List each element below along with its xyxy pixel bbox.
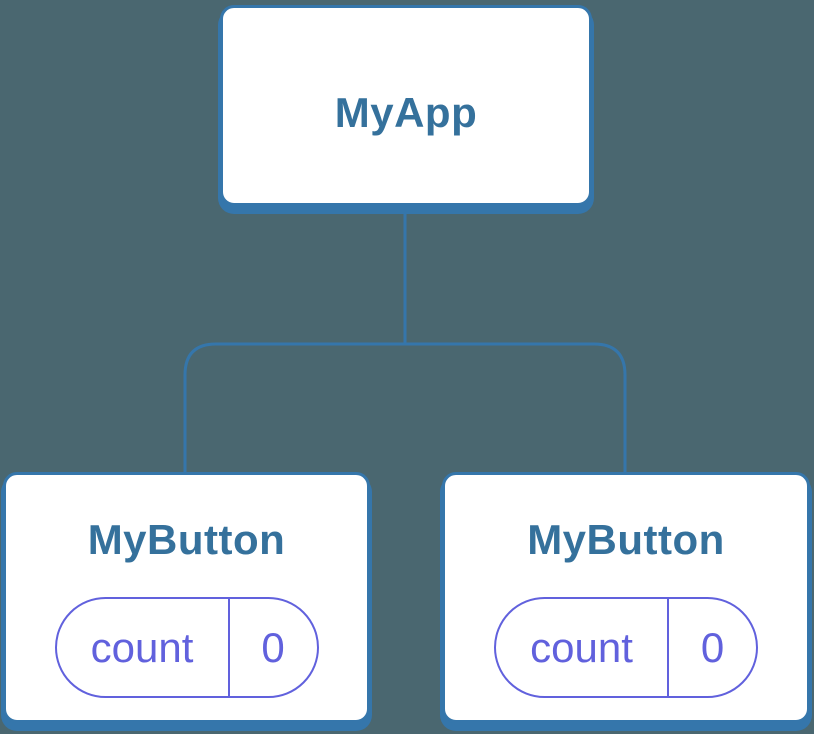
state-pill: count 0 bbox=[54, 597, 319, 698]
node-myapp: MyApp bbox=[220, 5, 592, 206]
state-pill: count 0 bbox=[494, 597, 758, 698]
node-mybutton-left-label: MyButton bbox=[87, 516, 286, 563]
state-key-cell: count bbox=[57, 599, 230, 696]
state-value-label: 0 bbox=[261, 623, 285, 671]
node-mybutton-right: MyButton count 0 bbox=[442, 472, 810, 723]
state-value-label: 0 bbox=[700, 623, 725, 671]
node-myapp-label: MyApp bbox=[334, 88, 478, 136]
node-mybutton-left: MyButton count 0 bbox=[3, 472, 370, 723]
state-key-label: count bbox=[90, 623, 194, 671]
state-key-cell: count bbox=[496, 599, 669, 696]
state-key-label: count bbox=[530, 623, 633, 671]
node-mybutton-right-label: MyButton bbox=[527, 516, 725, 563]
state-value-cell: 0 bbox=[230, 599, 317, 696]
state-value-cell: 0 bbox=[669, 599, 756, 696]
